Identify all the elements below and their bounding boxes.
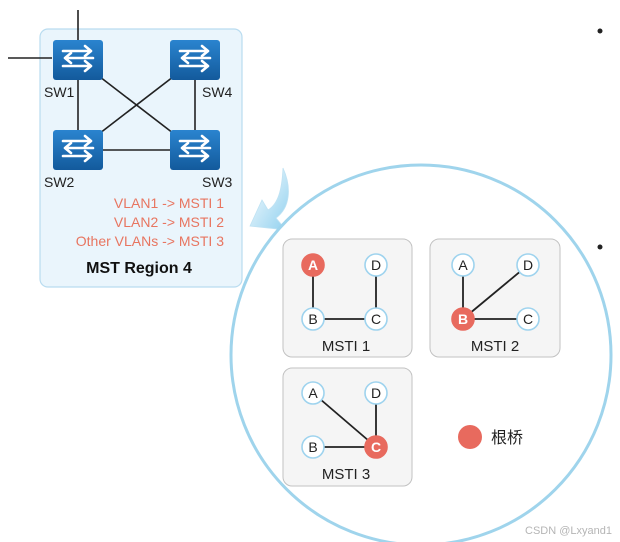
node-b-label: B (308, 311, 317, 327)
switch-sw3 (168, 128, 222, 172)
node-b-label: B (308, 439, 317, 455)
region-title: MST Region 4 (86, 260, 192, 277)
switch-label-sw3: SW3 (202, 174, 233, 190)
switch-icon (168, 38, 222, 82)
node-a-label: A (308, 257, 318, 273)
mapping-vlan2: VLAN2 -> MSTI 2 (114, 214, 224, 230)
bullet-1 (597, 28, 603, 34)
node-c (364, 435, 388, 459)
node-a (301, 253, 325, 277)
node-b (301, 435, 325, 459)
node-c-label: C (523, 311, 533, 327)
switch-label-sw1: SW1 (44, 84, 75, 100)
msti-3-label: MSTI 3 (322, 466, 370, 483)
node-d-label: D (371, 257, 381, 273)
watermark: CSDN @Lxyand1 (525, 525, 612, 537)
legend-label: 根桥 (491, 429, 523, 447)
node-b-label: B (458, 311, 468, 327)
callout-arrow-icon (249, 167, 289, 231)
node-b (451, 307, 475, 331)
switch-label-sw2: SW2 (44, 174, 75, 190)
node-a-label: A (458, 257, 468, 273)
switch-icon (51, 38, 105, 82)
node-d-label: D (523, 257, 533, 273)
switch-icon (51, 128, 105, 172)
switch-icon (168, 128, 222, 172)
msti-1-card: A D B C MSTI 1 (282, 238, 413, 358)
region-panel (39, 28, 243, 288)
msti-3-card: A D B C MSTI 3 (282, 367, 413, 487)
node-d (516, 253, 540, 277)
msti-2-card: A D B C MSTI 2 (429, 238, 561, 358)
msti-2-label: MSTI 2 (471, 338, 519, 355)
mapping-vlan1: VLAN1 -> MSTI 1 (114, 195, 224, 211)
node-a-label: A (308, 385, 318, 401)
node-c (516, 307, 540, 331)
bullet-2 (597, 244, 603, 250)
node-a (301, 381, 325, 405)
node-c (364, 307, 388, 331)
node-c-label: C (371, 311, 381, 327)
mapping-other: Other VLANs -> MSTI 3 (76, 233, 224, 249)
node-d-label: D (371, 385, 381, 401)
node-a (451, 253, 475, 277)
node-d (364, 253, 388, 277)
switch-sw2 (51, 128, 105, 172)
switch-label-sw4: SW4 (202, 84, 233, 100)
root-bridge-legend-icon (458, 425, 482, 449)
switch-sw4 (168, 38, 222, 82)
node-c-label: C (371, 439, 381, 455)
node-b (301, 307, 325, 331)
msti-1-label: MSTI 1 (322, 338, 370, 355)
switch-sw1 (51, 38, 105, 82)
node-d (364, 381, 388, 405)
